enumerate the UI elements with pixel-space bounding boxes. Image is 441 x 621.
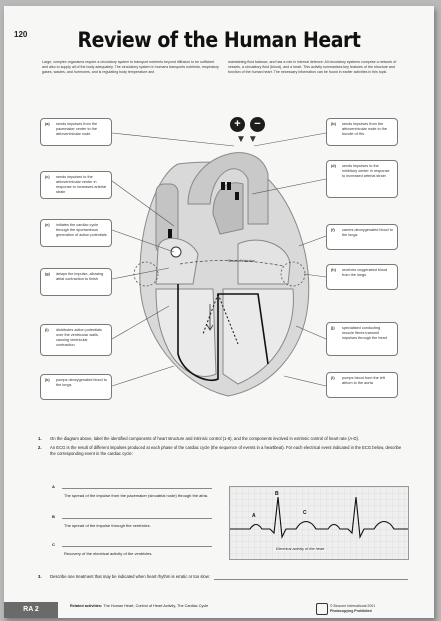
label-box-d: (d) sends impulses to the inhibitory cen… [326,160,398,198]
label-box-k: (k) pumps deoxygenated blood to the lung… [40,374,112,400]
question-3: 3. Describe one treatment that may be in… [38,574,408,580]
related-activities: Related activities: The Human Heart, Con… [70,604,208,609]
label-box-j: (j) specialised conducting muscle fibres… [326,322,398,356]
ecg-caption: Electrical activity of the heart [274,547,326,551]
label-box-a: (a) sends impulses from the pacemaker ce… [40,118,112,146]
leader-lines [4,6,434,426]
answer-line[interactable] [62,488,212,489]
label-box-g: (g) delays the impulse, allowing atrial … [40,268,112,296]
label-box-f: (f) carries deoxygenated blood to the lu… [326,224,398,250]
ecg-marker-c: C [303,510,307,516]
answer-line[interactable] [214,574,408,580]
ecg-marker-a: A [252,513,256,519]
label-box-i: (i) distributes action potentials over t… [40,324,112,356]
label-box-l: (l) pumps blood from the left atrium to … [326,372,398,398]
copyright: © Biozone International 2001 Photocopyin… [330,604,375,613]
footer: RA 2 Related activities: The Human Heart… [4,600,434,618]
ecg-marker-b: B [275,491,279,497]
answer-line[interactable] [62,546,212,547]
biozone-logo-icon [316,603,328,615]
footer-tab: RA 2 [4,602,58,618]
label-box-c: (c) sends impulses to the atrioventricul… [40,171,112,199]
question-2: 2. An ECG is the result of different imp… [38,445,408,457]
question-1: 1. On the diagram above, label the ident… [38,436,408,442]
label-box-e: (e) initiates the cardiac cycle through … [40,219,112,247]
answer-line[interactable] [62,518,212,519]
label-box-b: (b) sends impulses from the atrioventric… [326,118,398,146]
worksheet-page: 120 Review of the Human Heart Large, com… [4,6,434,618]
label-box-h: (h) receives oxygenated blood from the l… [326,264,398,290]
questions: 1. On the diagram above, label the ident… [38,436,408,460]
